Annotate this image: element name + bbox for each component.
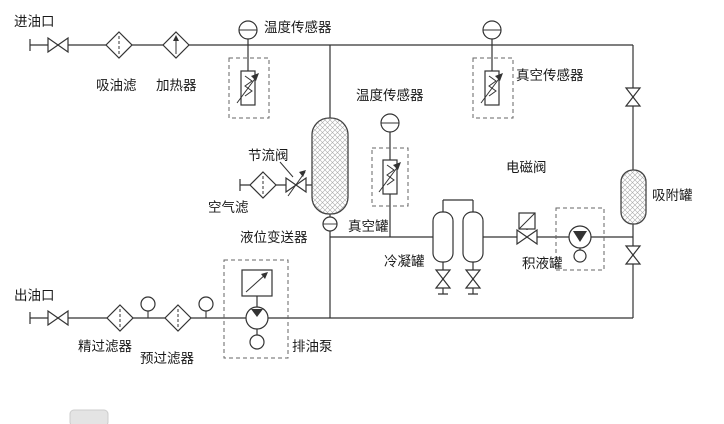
label-condenser-tank: 冷凝罐 <box>384 254 425 270</box>
condenser-drain-valve-left <box>435 269 451 289</box>
label-pre-filter: 预过滤器 <box>140 351 194 367</box>
fine-filter-symbol <box>106 304 134 332</box>
label-solenoid-valve: 电磁阀 <box>506 160 547 176</box>
pre-filter-gauge <box>198 296 214 319</box>
air-filter-symbol <box>249 171 277 199</box>
outlet-check-valve <box>47 310 69 326</box>
pump-circle <box>245 306 269 330</box>
condenser-drain-valve-right <box>465 269 481 289</box>
accumulator-pump-symbol <box>555 207 605 271</box>
label-throttle-valve: 节流阀 <box>248 148 289 164</box>
riser-valve-upper <box>625 87 641 107</box>
vacuum-tank-symbol <box>311 117 349 215</box>
level-transmitter-symbol <box>322 216 338 232</box>
label-fine-filter: 精过滤器 <box>78 339 132 355</box>
throttle-arrowhead <box>299 170 306 177</box>
drain-pump-symbol <box>223 259 289 359</box>
temp-sensor-top-indicator <box>238 20 258 40</box>
riser-valve-lower <box>625 245 641 265</box>
temp-sensor-mid-element <box>378 159 402 195</box>
temp-sensor-mid-symbol <box>371 113 409 207</box>
throttle-leader-line <box>279 161 294 178</box>
label-drain-pump: 排油泵 <box>292 339 333 355</box>
vacuum-sensor-symbol <box>472 20 514 119</box>
throttle-valve-symbol <box>279 161 307 197</box>
label-heater: 加热器 <box>156 78 197 94</box>
label-adsorption-tank: 吸附罐 <box>652 188 693 204</box>
label-suction-filter: 吸油滤 <box>96 78 137 94</box>
cropped-edge-artifact <box>69 409 109 424</box>
label-accumulator-tank: 积液罐 <box>522 256 563 272</box>
throttle-arrow <box>287 171 306 197</box>
label-inlet: 进油口 <box>14 14 55 30</box>
vacuum-sensor-indicator <box>482 20 502 40</box>
temp-sensor-top-element <box>236 70 260 106</box>
label-vacuum-sensor: 真空传感器 <box>516 67 584 84</box>
condenser-tank-symbol <box>432 211 484 289</box>
temp-sensor-top-symbol <box>228 20 270 119</box>
suction-filter-symbol <box>105 31 133 59</box>
fine-filter-gauge <box>140 296 156 319</box>
inlet-check-valve <box>47 37 69 53</box>
label-vacuum-tank: 真空罐 <box>348 219 389 235</box>
label-air-filter: 空气滤 <box>208 200 249 216</box>
pump-motor-circle <box>249 334 265 350</box>
solenoid-valve-symbol <box>516 212 538 245</box>
pre-filter-symbol <box>164 304 192 332</box>
temp-sensor-mid-indicator <box>380 113 400 133</box>
label-level-transmitter: 液位变送器 <box>240 230 308 246</box>
label-temp-sensor-mid: 温度传感器 <box>356 87 424 104</box>
vacuum-sensor-element <box>480 70 504 106</box>
label-outlet: 出油口 <box>14 288 55 304</box>
pipe-condenser-header <box>442 199 474 212</box>
heater-symbol <box>162 31 190 59</box>
adsorption-tank-symbol <box>620 169 647 225</box>
label-temp-sensor-top: 温度传感器 <box>264 19 332 36</box>
